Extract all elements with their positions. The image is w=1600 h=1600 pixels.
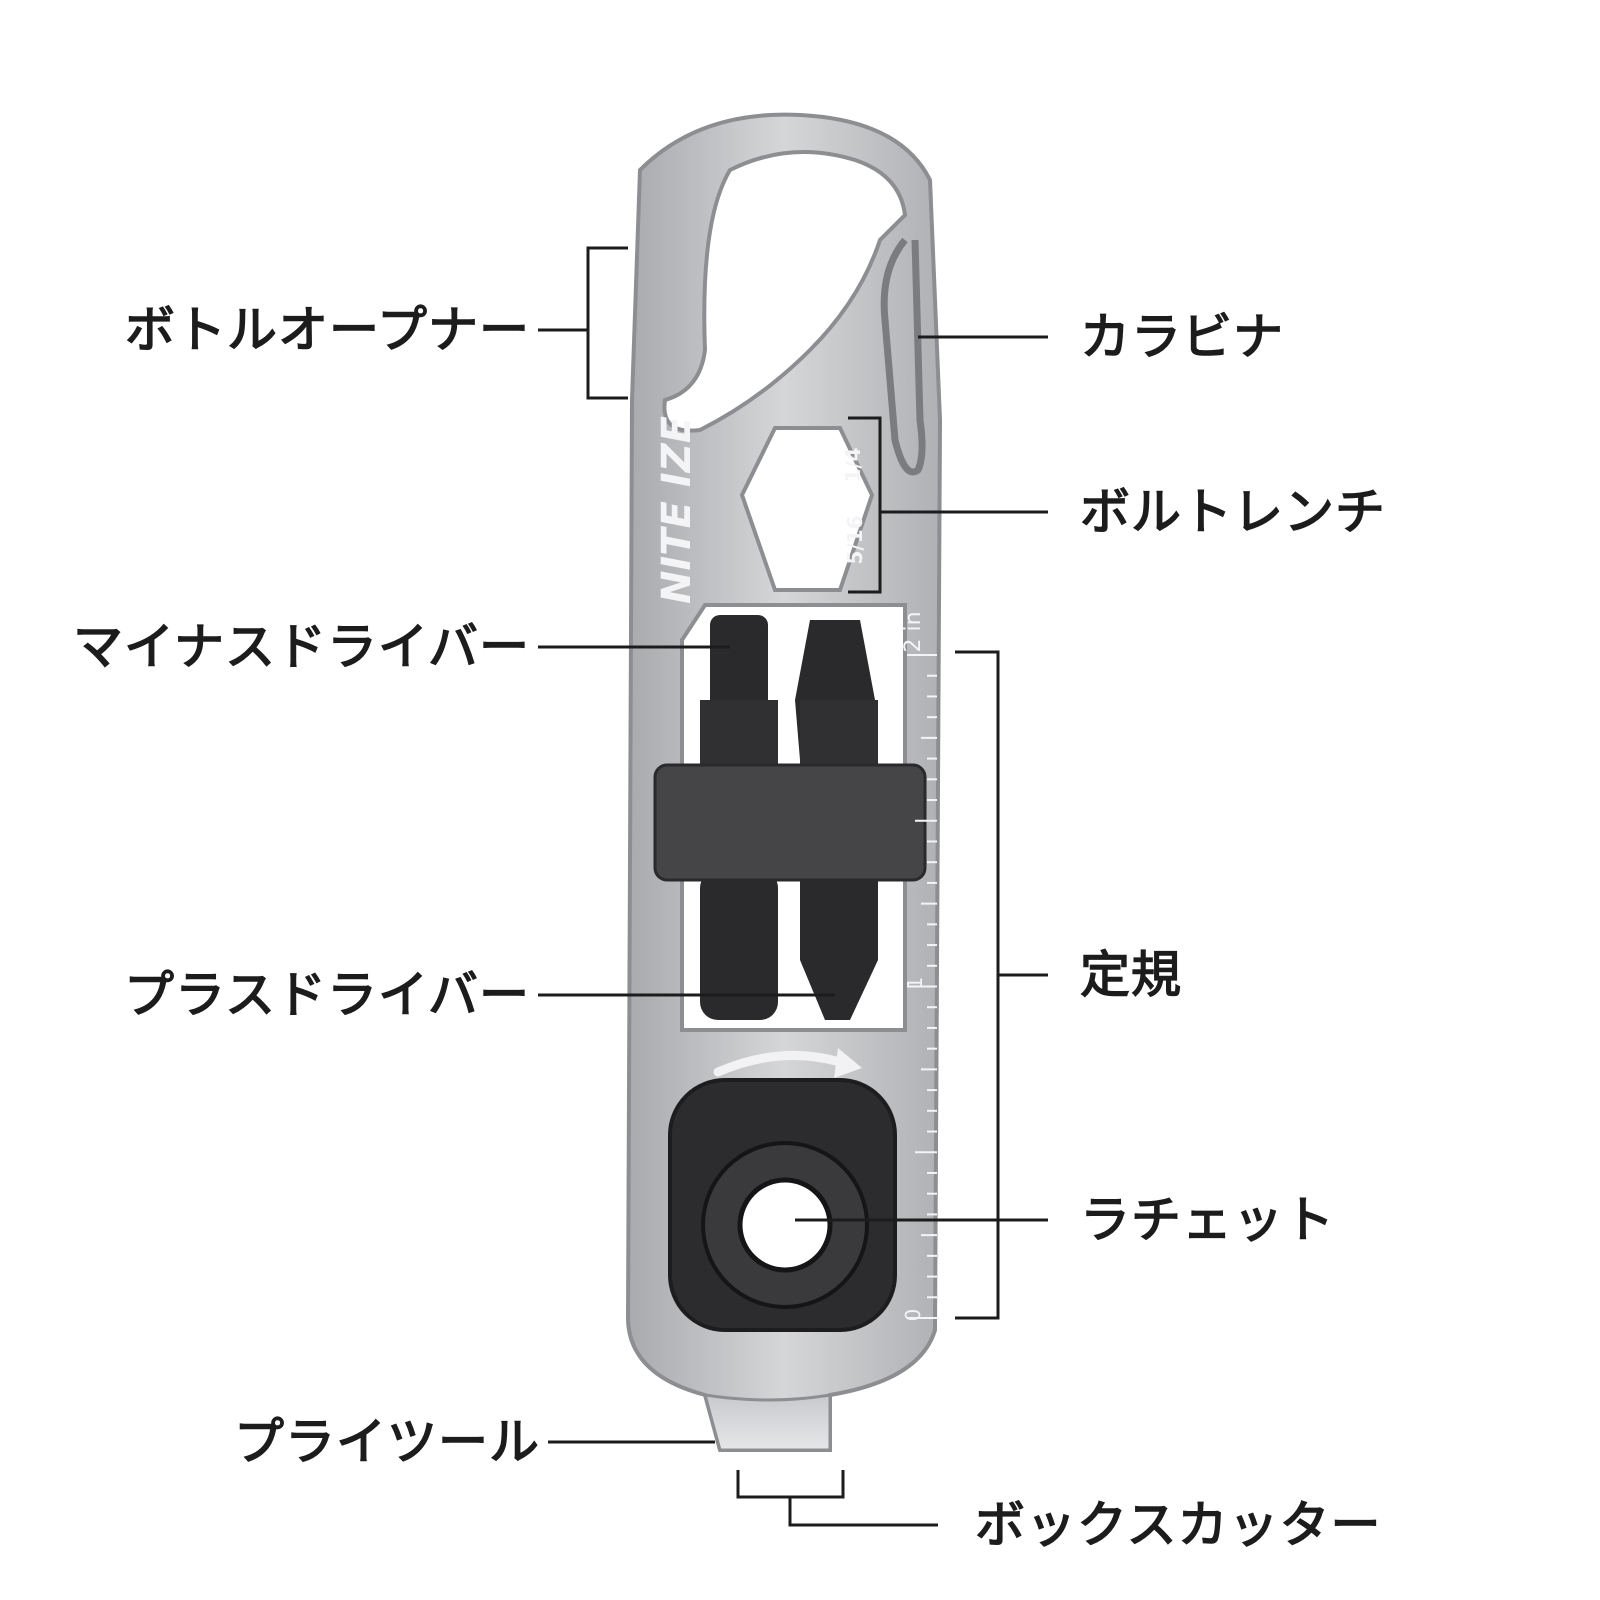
phillips-driver-bit bbox=[795, 620, 878, 1020]
pry-tool-tip bbox=[702, 1393, 832, 1452]
ruler-label-2in: 2 in bbox=[901, 611, 926, 652]
bottle-opener-opening bbox=[662, 150, 908, 433]
label-carabiner: カラビナ bbox=[1080, 308, 1284, 366]
ratchet-socket bbox=[737, 1177, 833, 1273]
rotation-arrow bbox=[713, 1050, 845, 1077]
bit-holder-band bbox=[653, 763, 927, 882]
label-bolt-wrench: ボルトレンチ bbox=[1080, 483, 1386, 541]
leader-lines bbox=[538, 246, 1048, 1527]
label-bottle-opener: ボトルオープナー bbox=[125, 301, 530, 359]
wrench-size-5-16: 5/16 bbox=[843, 515, 867, 564]
ruler-label-1: 1 bbox=[903, 977, 927, 990]
box-cutter-leader bbox=[788, 1497, 938, 1527]
label-flat-driver: マイナスドライバー bbox=[73, 618, 530, 676]
rotation-arrow-head bbox=[834, 1048, 862, 1078]
ruler-bracket bbox=[955, 650, 1000, 1320]
label-ratchet: ラチェット bbox=[1080, 1191, 1335, 1249]
flat-driver-bit bbox=[700, 615, 778, 1020]
wrench-size-1-4: 1/4 bbox=[841, 447, 865, 482]
brand-engraving: NITE IZE bbox=[654, 416, 700, 604]
carabiner-gate bbox=[880, 237, 926, 476]
hex-wrench-hole bbox=[739, 426, 875, 592]
ruler-ticks bbox=[907, 654, 937, 1319]
box-cutter-bracket bbox=[736, 1470, 845, 1499]
label-phillips-driver: プラスドライバー bbox=[124, 966, 530, 1024]
bottle-opener-bracket bbox=[586, 246, 628, 400]
bolt-wrench-bracket bbox=[848, 416, 882, 594]
label-box-cutter: ボックスカッター bbox=[975, 1496, 1382, 1554]
label-pry-tool: プライツール bbox=[234, 1413, 540, 1471]
label-ruler: 定規 bbox=[1080, 946, 1182, 1004]
ruler-label-0: 0 bbox=[901, 1309, 925, 1322]
